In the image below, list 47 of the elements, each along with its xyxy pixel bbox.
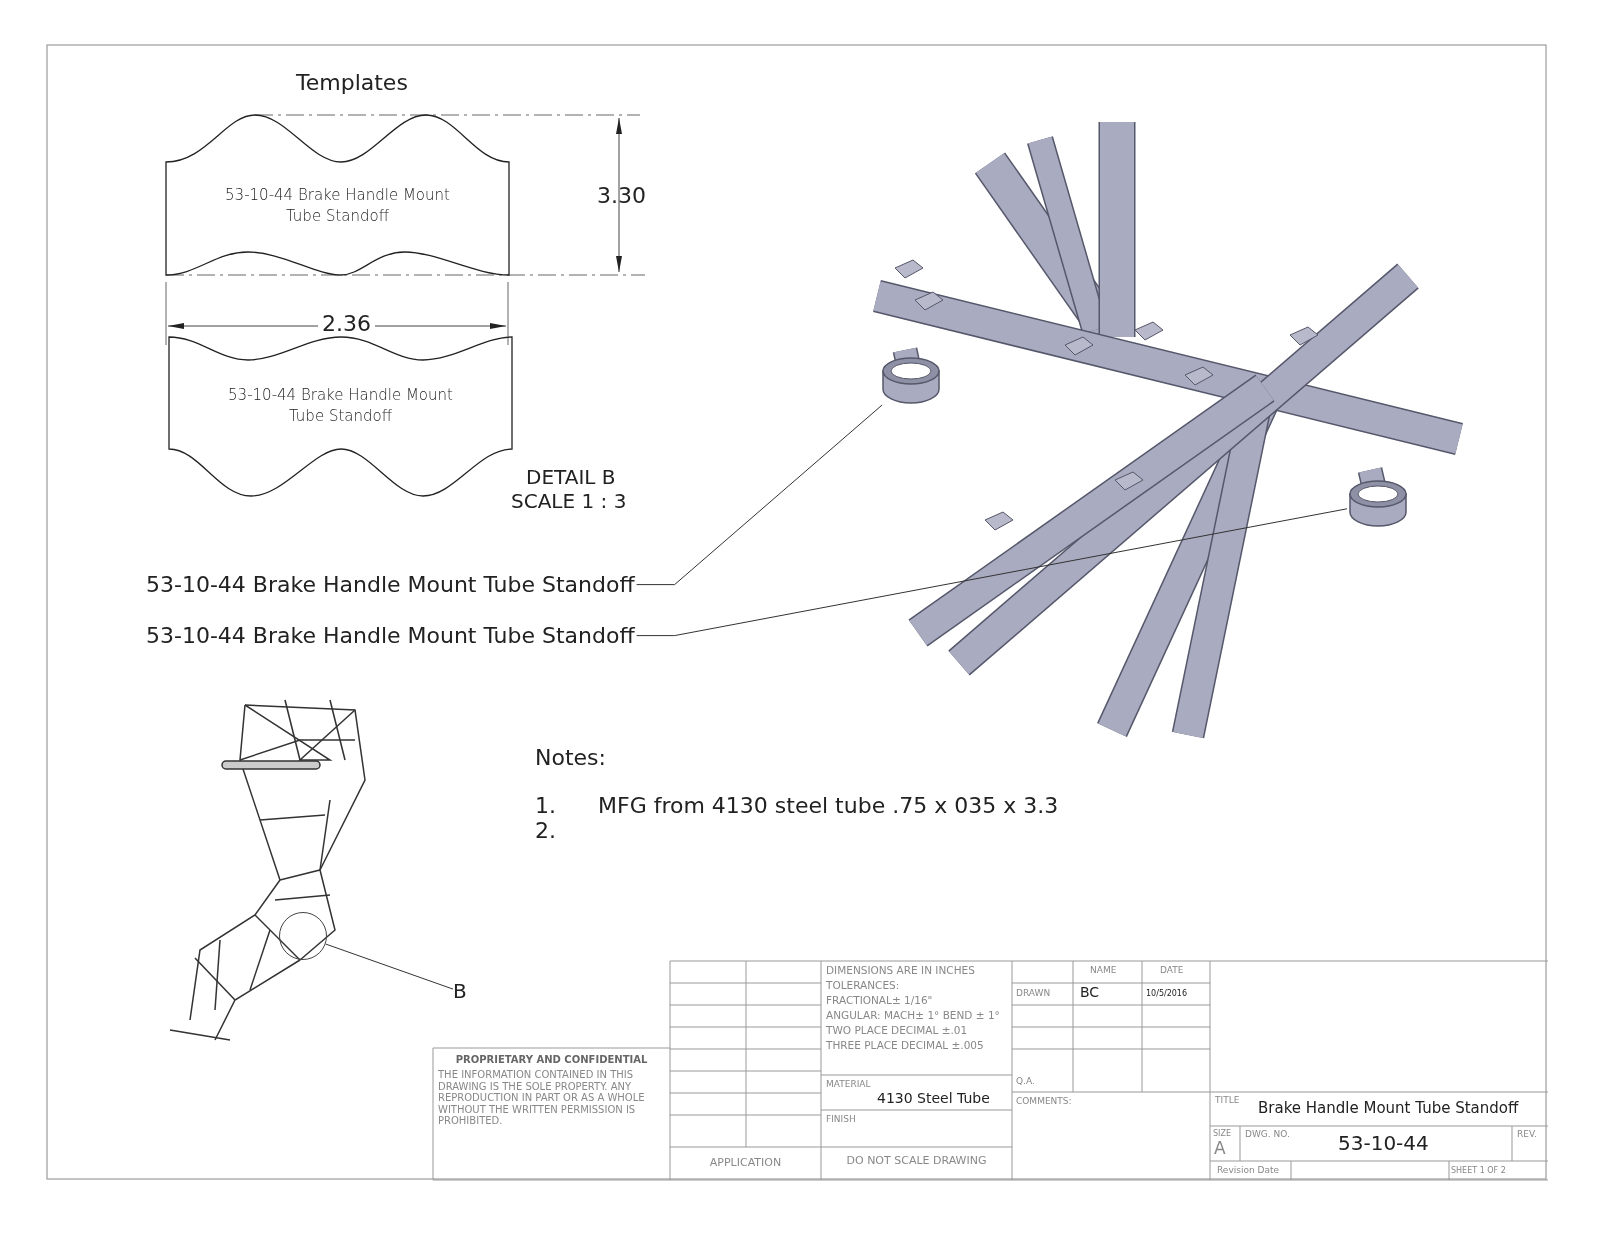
row-header: Q.A.: [1016, 1076, 1035, 1087]
field-caption: COMMENTS:: [1016, 1096, 1072, 1107]
field-caption: MATERIAL: [826, 1079, 871, 1090]
tolerance-note: THREE PLACE DECIMAL ±.005: [826, 1039, 984, 1052]
leader-line: [636, 508, 1348, 637]
template-label: 53-10-44 Brake Handle Mount Tube Standoff: [224, 185, 451, 227]
column-header: NAME: [1090, 965, 1117, 976]
view-label: DETAIL B: [526, 466, 616, 489]
leader-line: [636, 404, 883, 586]
callout-label: 53-10-44 Brake Handle Mount Tube Standoff: [146, 623, 635, 649]
drawing-note: DO NOT SCALE DRAWING: [845, 1155, 988, 1168]
drawn-date: 10/5/2016: [1146, 989, 1188, 999]
field-caption: APPLICATION: [708, 1157, 783, 1170]
leader-line: [325, 943, 454, 990]
tolerance-note: DIMENSIONS ARE IN INCHES: [826, 964, 975, 977]
field-caption: SIZE: [1213, 1129, 1231, 1139]
detail-label: B: [453, 980, 467, 1003]
tolerance-note: ANGULAR: MACH± 1° BEND ± 1°: [826, 1009, 1000, 1022]
tolerance-note: FRACTIONAL± 1/16": [826, 994, 933, 1007]
tolerance-note: TOLERANCES:: [826, 979, 900, 992]
callout-label: 53-10-44 Brake Handle Mount Tube Standoff: [146, 572, 635, 598]
dimension-value: 3.30: [597, 183, 646, 209]
note-text: MFG from 4130 steel tube .75 x 035 x 3.3: [598, 793, 1059, 819]
drawing-number: 53-10-44: [1338, 1132, 1429, 1155]
proprietary-heading: PROPRIETARY AND CONFIDENTIAL: [454, 1054, 649, 1066]
standoff-tube: [1347, 478, 1409, 528]
field-caption: FINISH: [826, 1114, 856, 1125]
template-label: 53-10-44 Brake Handle Mount Tube Standoff: [227, 385, 454, 427]
field-caption: Revision Date: [1217, 1165, 1279, 1176]
scale-label: SCALE 1 : 3: [511, 490, 627, 513]
field-caption: TITLE: [1215, 1095, 1240, 1106]
field-caption: DWG. NO.: [1245, 1129, 1290, 1140]
sheet-size-value: A: [1214, 1139, 1226, 1159]
tolerance-note: TWO PLACE DECIMAL ±.01: [826, 1024, 968, 1037]
field-caption: REV.: [1517, 1129, 1537, 1140]
proprietary-notice: THE INFORMATION CONTAINED IN THIS DRAWING IS THE SOLE PROPERTY. ANY REPRODUCTION IN PART OR AS A WHOLE WITHOUT THE WRITTEN PERMISSION IS PROHIBITED.: [438, 1069, 646, 1127]
row-header: DRAWN: [1016, 988, 1051, 999]
note-number: 1.: [535, 793, 556, 819]
notes-heading: Notes:: [535, 745, 606, 771]
standoff-tube: [880, 355, 942, 405]
heading: Templates: [296, 70, 408, 96]
drawn-by-name: BC: [1080, 984, 1100, 1001]
drawing-title: Brake Handle Mount Tube Standoff: [1258, 1100, 1519, 1118]
sheet-number: SHEET 1 OF 2: [1451, 1166, 1506, 1176]
note-number: 2.: [535, 818, 556, 844]
material-value: 4130 Steel Tube: [877, 1090, 990, 1107]
column-header: DATE: [1160, 965, 1184, 976]
